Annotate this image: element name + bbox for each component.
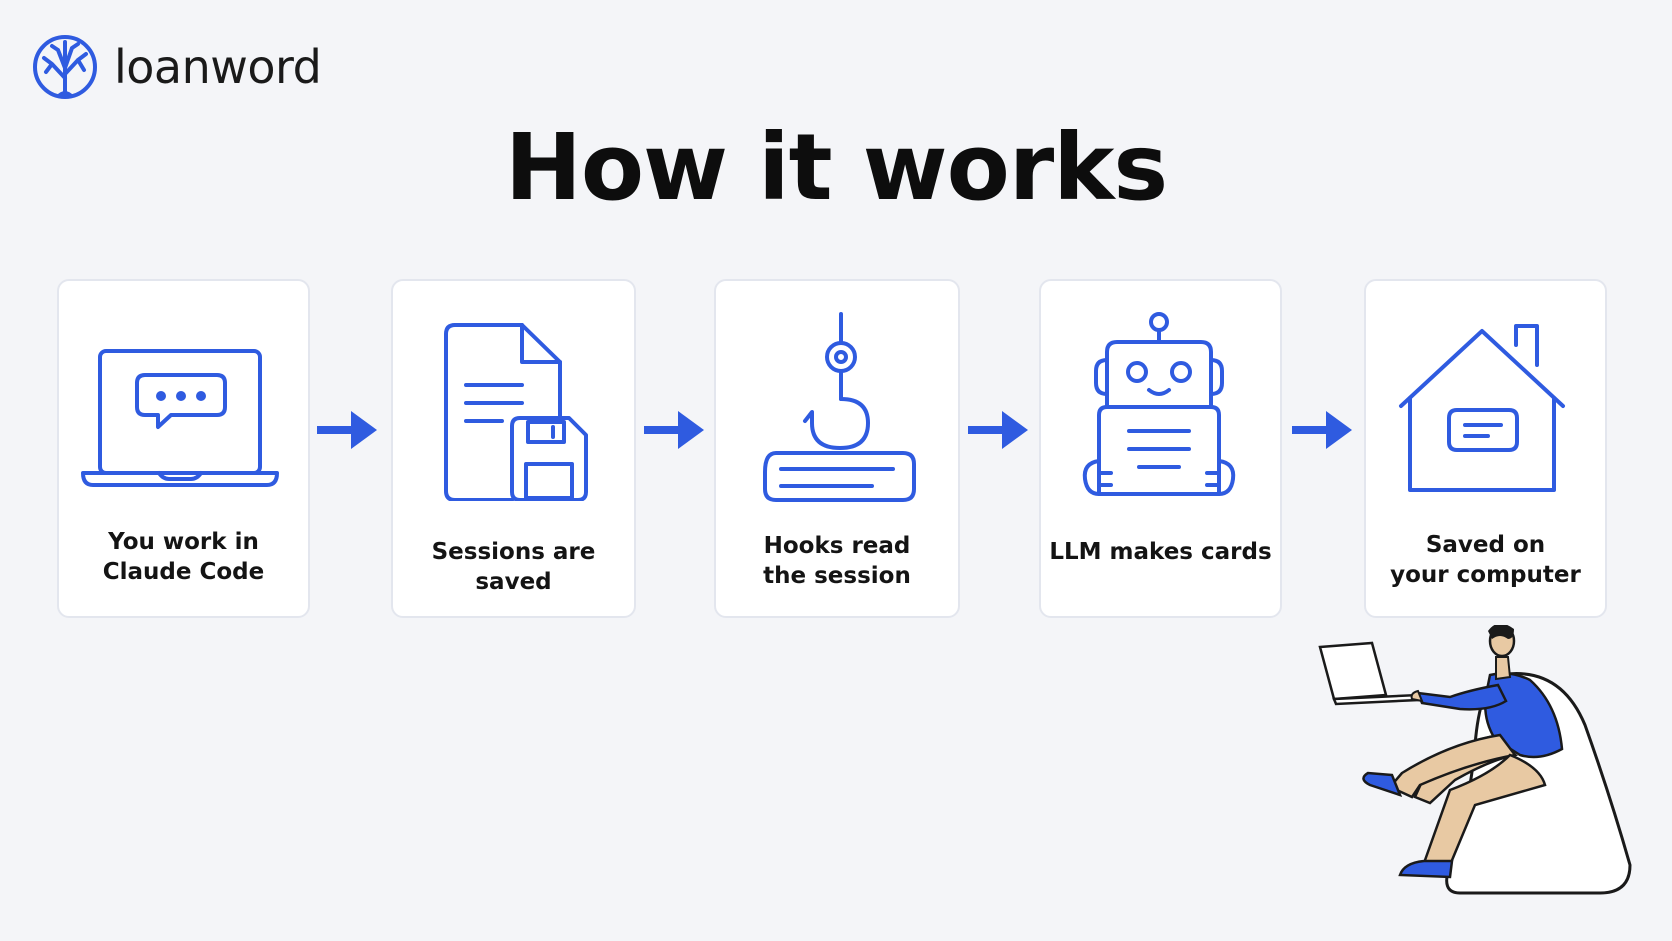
hook-icon: [763, 312, 916, 502]
arrow-right-icon: [968, 411, 1028, 449]
person-with-laptop-illustration: [1318, 625, 1632, 895]
house-icon: [1399, 324, 1565, 492]
step-label: Sessions are saved: [431, 539, 596, 595]
laptop-chat-icon: [81, 349, 279, 487]
arrow-right-icon: [644, 411, 704, 449]
arrow-right-icon: [317, 411, 377, 449]
step-card-saved-computer: Saved on your computer: [1364, 279, 1607, 618]
document-save-icon: [444, 323, 588, 501]
step-card-sessions-saved: Sessions are saved: [391, 279, 636, 618]
step-card-claude-code: You work in Claude Code: [57, 279, 310, 618]
step-label: LLM makes cards: [1049, 539, 1272, 565]
step-card-hooks: Hooks read the session: [714, 279, 960, 618]
step-label: You work in Claude Code: [102, 529, 265, 585]
step-card-llm-cards: LLM makes cards: [1039, 279, 1282, 618]
tree-icon: [33, 35, 97, 99]
brand-logo: loanword: [32, 34, 322, 100]
robot-icon: [1082, 312, 1236, 496]
brand-name: loanword: [114, 40, 322, 94]
arrow-right-icon: [1292, 411, 1352, 449]
page-title: How it works: [504, 114, 1168, 221]
step-label: Hooks read the session: [763, 533, 911, 589]
step-label: Saved on your computer: [1390, 532, 1581, 588]
